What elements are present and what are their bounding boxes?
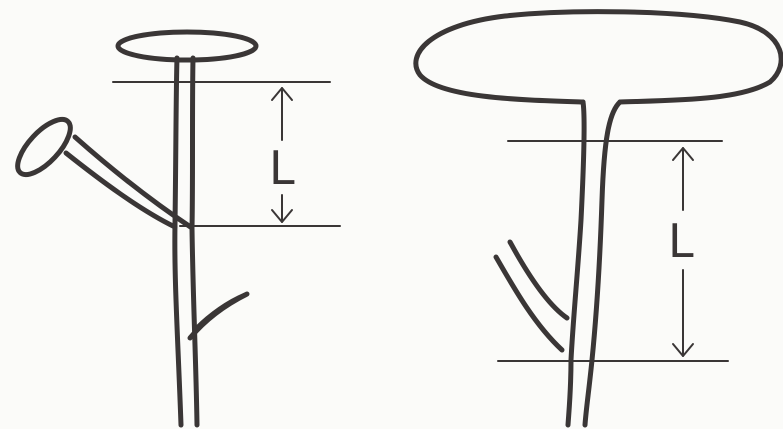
left-main-stem [175, 58, 181, 425]
right-side-branch-edge [510, 242, 567, 318]
right-figure: L [416, 12, 781, 425]
right-dimension-label: L [668, 214, 694, 268]
right-top-cap [416, 12, 781, 102]
right-main-stem [568, 102, 584, 425]
left-side-branch [66, 153, 175, 227]
left-side-cap [9, 111, 79, 183]
left-figure: L [9, 32, 340, 425]
left-main-stem-edge [192, 58, 197, 425]
right-main-stem-edge [585, 102, 620, 425]
left-dimension-label: L [269, 141, 295, 195]
left-top-cap [118, 32, 256, 60]
